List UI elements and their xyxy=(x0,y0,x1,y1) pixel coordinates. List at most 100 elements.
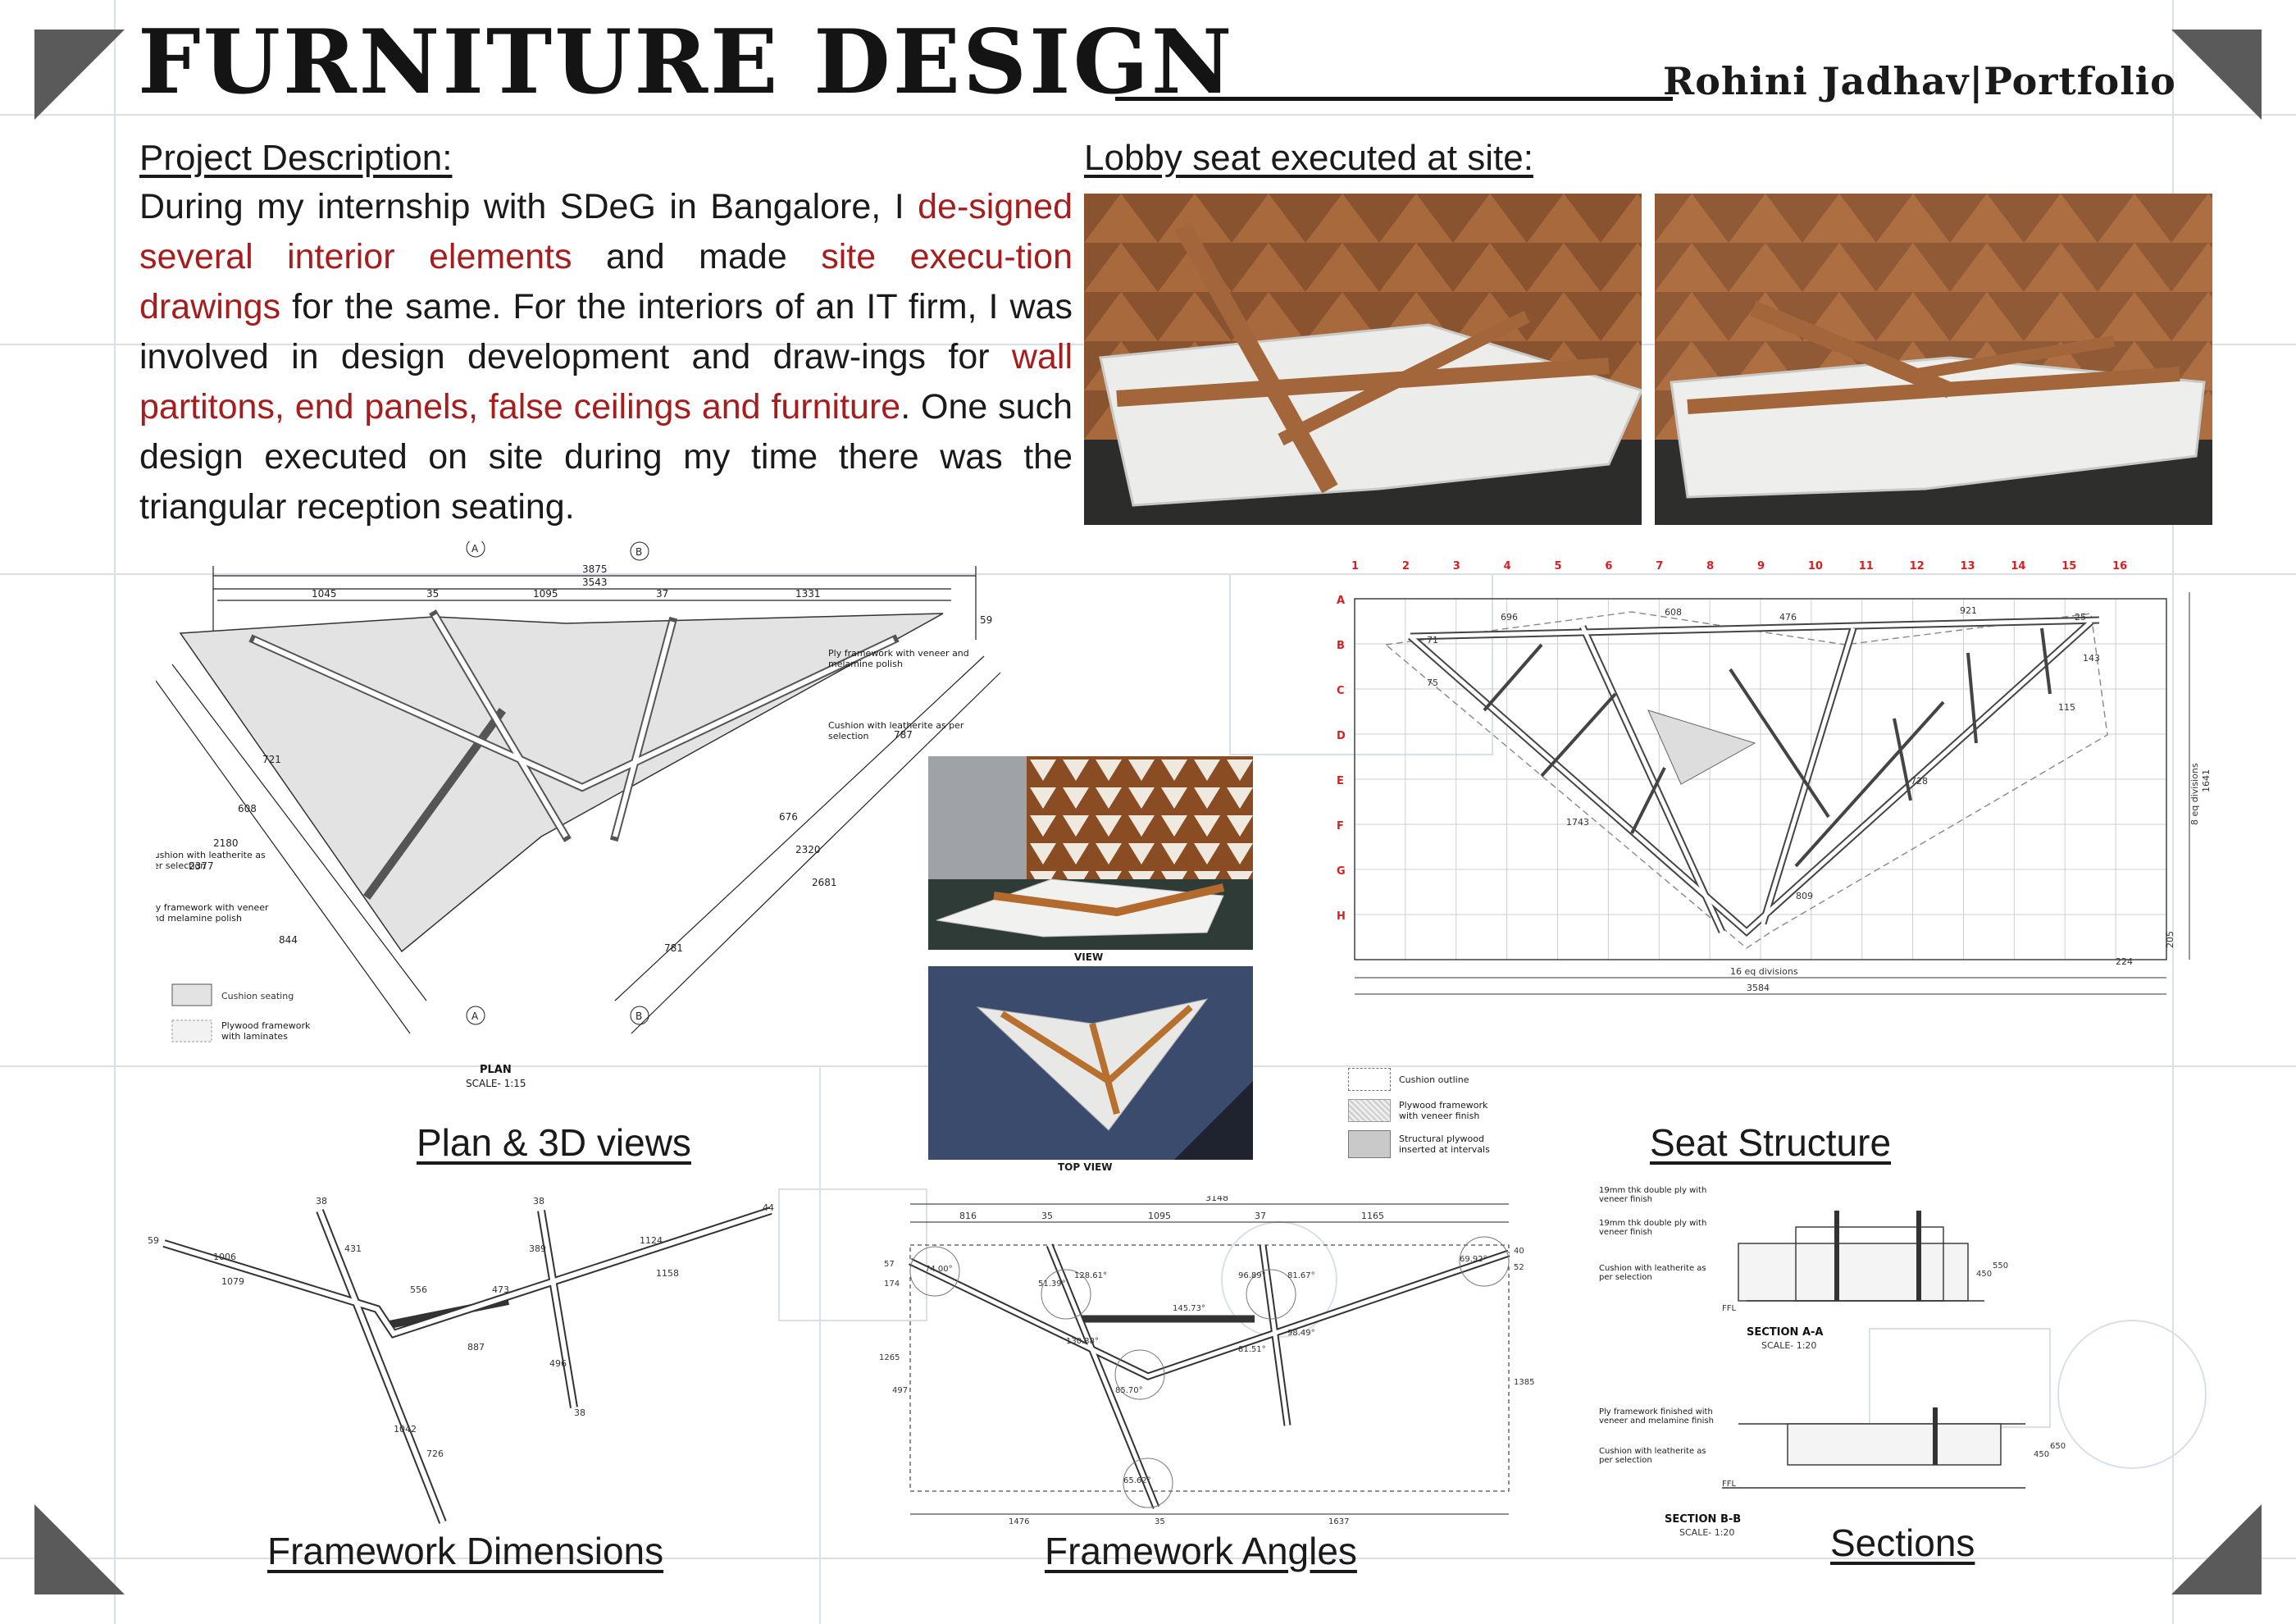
fa-angle-81-b: 81.51° xyxy=(1238,1345,1266,1354)
description-text-segment: and made xyxy=(572,237,822,276)
description-text-segment: During my internship with SDeG in Bangal… xyxy=(139,187,918,226)
label-framework-angles: Framework Angles xyxy=(1045,1530,1357,1572)
structure-dim-divisions: 16 eq divisions xyxy=(1730,966,1798,977)
structure-dim-3584: 3584 xyxy=(1747,983,1770,993)
fa-angle-98: 98.49° xyxy=(1287,1329,1315,1338)
structure-column-label: 5 xyxy=(1555,560,1562,573)
structure-dim-75: 75 xyxy=(1427,677,1438,688)
fa-left-1265: 1265 xyxy=(879,1353,900,1362)
plan-marker-b-bottom: B xyxy=(636,1010,642,1022)
photos-heading: Lobby seat executed at site: xyxy=(1084,138,1533,178)
fw-dim-431: 431 xyxy=(344,1243,362,1254)
plan-dim-781: 781 xyxy=(664,942,683,954)
top-view-render xyxy=(928,966,1253,1160)
section-a-note-3: Cushion with leatherite as per selection xyxy=(1599,1264,1706,1282)
plan-dim-676: 676 xyxy=(779,811,798,823)
plan-note-ply-left: Ply framework with veneer and melamine p… xyxy=(156,902,269,924)
structure-dim-476: 476 xyxy=(1779,612,1797,623)
fw-dim-473: 473 xyxy=(492,1284,509,1295)
structure-dim-728: 728 xyxy=(1911,776,1928,787)
structure-column-label: 16 xyxy=(2112,560,2127,573)
section-b-note-2: Cushion with leatherite as per selection xyxy=(1599,1447,1706,1465)
structure-dim-205: 205 xyxy=(2165,931,2175,948)
plan-marker-a-bottom: A xyxy=(472,1010,479,1022)
fa-seg-35: 35 xyxy=(1041,1211,1053,1221)
structure-dim-1743: 1743 xyxy=(1566,817,1589,828)
structure-dim-71: 71 xyxy=(1427,635,1438,645)
fa-left-174: 174 xyxy=(884,1280,900,1289)
fa-seg-816: 816 xyxy=(959,1211,977,1221)
structure-dim-143: 143 xyxy=(2083,653,2100,664)
structure-column-label: 13 xyxy=(1961,560,1975,573)
page-title: FURNITURE DESIGN xyxy=(138,11,1235,114)
fa-bottom-1476: 1476 xyxy=(1009,1517,1029,1526)
structure-legend-structural-swatch xyxy=(1348,1130,1391,1158)
corner-decoration-bottom-left xyxy=(34,1504,125,1594)
fw-dim-1042: 1042 xyxy=(394,1424,417,1435)
fa-left-57: 57 xyxy=(884,1260,895,1269)
fa-angle-74: 74.00° xyxy=(925,1265,953,1274)
label-framework-dimensions: Framework Dimensions xyxy=(267,1530,664,1572)
plan-dim-seg-3: 1095 xyxy=(533,588,558,600)
plan-dim-608: 608 xyxy=(238,803,257,814)
fa-bottom-1637: 1637 xyxy=(1328,1517,1349,1526)
fw-dim-38-a: 38 xyxy=(316,1196,327,1207)
plan-note-cushion-left: Cushion with leatherite as per selection xyxy=(156,850,266,871)
plan-legend-cushion: Cushion seating xyxy=(221,991,294,1001)
fa-angle-130: 130.38° xyxy=(1066,1337,1099,1346)
label-plan-3d-views: Plan & 3D views xyxy=(417,1121,691,1164)
fa-angle-51: 51.39° xyxy=(1038,1280,1066,1289)
section-b-note-1: Ply framework finished with veneer and m… xyxy=(1599,1407,1714,1426)
structure-dim-25: 25 xyxy=(2075,612,2086,623)
plan-drawing: 3875 3543 1045 35 1095 37 1331 A B A B 4… xyxy=(156,541,1001,1076)
structure-column-label: 15 xyxy=(2061,560,2076,573)
structure-row-label: D xyxy=(1337,730,1346,742)
fw-dim-59: 59 xyxy=(148,1235,159,1246)
fa-angle-96: 96.89° xyxy=(1238,1271,1266,1280)
plan-dim-overall: 3875 xyxy=(582,563,608,575)
project-description-text: During my internship with SDeG in Bangal… xyxy=(139,182,1073,532)
section-b-dim-450: 450 xyxy=(2034,1450,2049,1459)
fw-dim-556: 556 xyxy=(410,1284,427,1295)
structure-row-label: F xyxy=(1337,820,1344,833)
structure-legend-ply-swatch xyxy=(1348,1099,1391,1122)
plan-note-cushion: Cushion with leatherite as per selection xyxy=(828,720,964,741)
section-b-scale: SCALE- 1:20 xyxy=(1679,1527,1734,1538)
author-portfolio-label: Rohini Jadhav|Portfolio xyxy=(1663,59,2176,103)
fw-dim-1006: 1006 xyxy=(213,1252,236,1262)
framework-angles-drawing: 3148 816 35 1095 37 1165 74.00° 51.39° 1… xyxy=(879,1196,1534,1526)
site-photo-1 xyxy=(1084,194,1642,525)
description-highlight: wall partitons, end panels, false ceilin… xyxy=(139,337,1073,427)
plan-dim-seg-1: 1045 xyxy=(312,588,337,600)
structure-column-label: 10 xyxy=(1808,560,1823,573)
description-text-segment: for the same. For the interiors of an IT… xyxy=(139,287,1073,376)
structure-column-label: 7 xyxy=(1656,560,1663,573)
structure-column-label: 11 xyxy=(1859,560,1874,573)
fa-seg-1165: 1165 xyxy=(1361,1211,1384,1221)
structure-row-label: A xyxy=(1337,595,1345,607)
section-a-ffl: FFL xyxy=(1722,1304,1737,1313)
structure-column-label: 3 xyxy=(1453,560,1460,573)
structure-dim-row-divisions: 8 eq divisions xyxy=(2189,763,2200,825)
structure-column-label: 6 xyxy=(1605,560,1612,573)
structure-dim-921: 921 xyxy=(1960,605,1977,616)
description-text-segment: . One such design executed on site durin… xyxy=(139,387,1073,527)
structure-dim-608: 608 xyxy=(1665,607,1682,618)
structure-legend: Cushion outline Plywood framework with v… xyxy=(1348,1068,1537,1158)
plan-dim-seg-4: 37 xyxy=(656,588,668,600)
plan-dim-inner: 3543 xyxy=(582,577,608,588)
plan-dim-2320: 2320 xyxy=(795,844,821,855)
section-a-dim-550: 550 xyxy=(1993,1261,2008,1270)
corner-decoration-bottom-right xyxy=(2171,1504,2262,1594)
plan-caption: PLAN xyxy=(480,1064,512,1076)
view-caption: VIEW xyxy=(1074,951,1104,963)
section-a-dim-450: 450 xyxy=(1976,1270,1992,1279)
structure-dim-696: 696 xyxy=(1501,612,1518,623)
fa-angle-128: 128.61° xyxy=(1074,1271,1107,1280)
fa-bottom-35: 35 xyxy=(1155,1517,1165,1526)
plan-dim-2681: 2681 xyxy=(812,877,837,888)
framework-dimensions-drawing: 59 1006 1079 38 431 556 473 887 1042 726… xyxy=(148,1196,774,1524)
fw-dim-38-b: 38 xyxy=(533,1196,544,1207)
structure-row-label: G xyxy=(1337,865,1346,878)
section-a-caption: SECTION A-A xyxy=(1747,1326,1823,1339)
